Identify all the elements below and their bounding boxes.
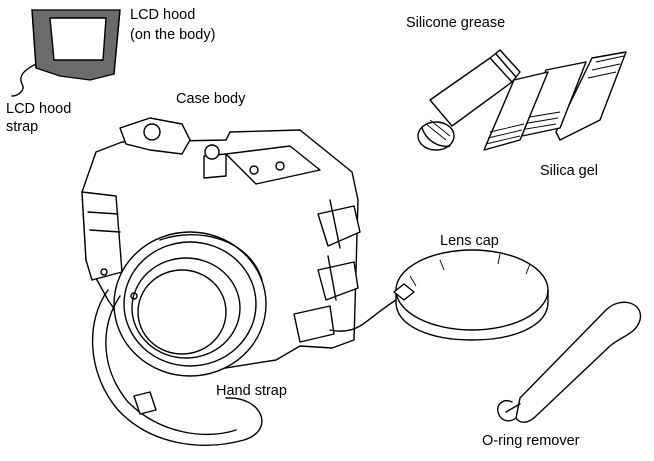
- silicone-grease-drawing: [417, 49, 521, 151]
- label-silica-gel: Silica gel: [540, 163, 599, 179]
- label-lcd-hood-strap-line1: LCD hood: [6, 101, 72, 117]
- label-lens-cap: Lens cap: [440, 233, 499, 249]
- label-lcd-hood-on-body: (on the body): [130, 27, 216, 43]
- case-body-drawing: [81, 117, 361, 377]
- label-hand-strap: Hand strap: [216, 383, 287, 399]
- silica-gel-drawing: [483, 51, 627, 151]
- lens-cap-drawing: [329, 249, 549, 341]
- label-silicone-grease: Silicone grease: [406, 15, 506, 31]
- lcd-hood-drawing: [31, 9, 121, 81]
- hand-strap-drawing: [91, 289, 263, 446]
- lcd-hood-strap-drawing: [11, 63, 37, 97]
- label-case-body: Case body: [176, 91, 246, 107]
- o-ring-remover-drawing: [497, 301, 641, 423]
- label-lcd-hood-strap-line2: strap: [6, 119, 39, 135]
- label-lcd-hood: LCD hood: [130, 7, 196, 23]
- label-o-ring-remover: O-ring remover: [482, 433, 580, 449]
